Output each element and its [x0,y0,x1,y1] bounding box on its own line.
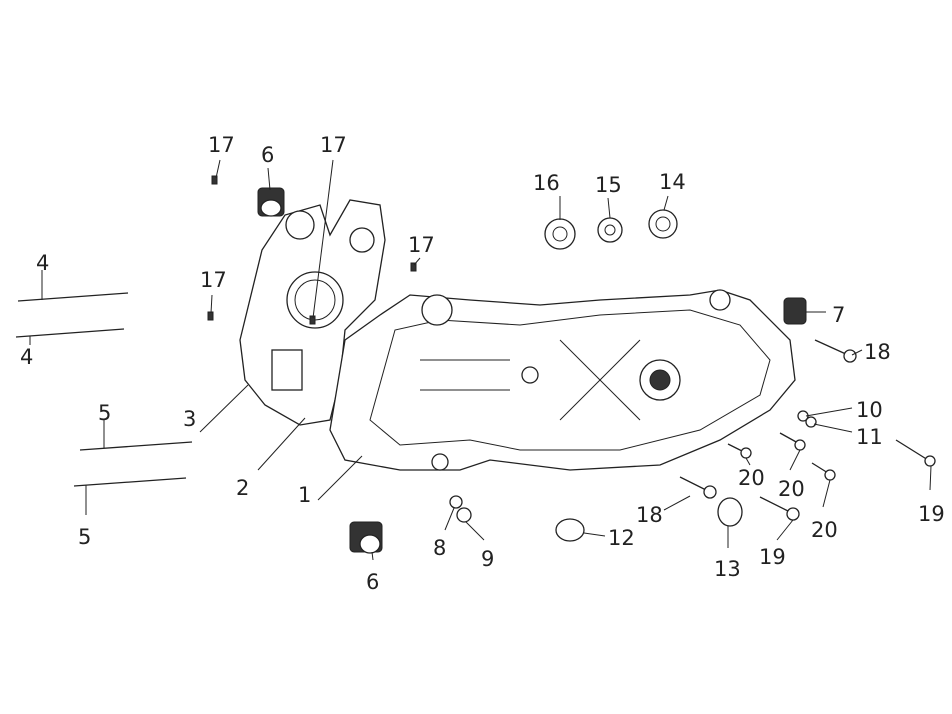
callout-5: 5 [78,525,91,549]
callout-17: 17 [320,133,347,157]
callout-17: 17 [208,133,235,157]
studs [15,292,193,487]
callout-10: 10 [856,398,883,422]
callout-17: 17 [200,268,227,292]
callout-12: 12 [608,526,635,550]
callout-14: 14 [659,170,686,194]
callout-1: 1 [298,483,311,507]
callouts: 17 6 17 17 17 16 15 14 4 4 5 5 3 2 1 7 1… [20,133,945,594]
bushing-6-top [257,187,285,217]
crankcase-right [329,289,796,471]
callout-20: 20 [778,477,805,501]
bushing-6-bottom [349,521,383,554]
callout-18: 18 [636,503,663,527]
bearing-16 [544,218,576,250]
callout-13: 13 [714,557,741,581]
callout-8: 8 [433,536,446,560]
bearing-14 [648,209,678,239]
callout-4: 4 [20,345,33,369]
callout-6: 6 [366,570,379,594]
leader-lines [29,159,932,561]
callout-17: 17 [408,233,435,257]
small-parts [207,175,936,542]
callout-18: 18 [864,340,891,364]
bearing-15 [597,217,623,243]
callout-9: 9 [481,547,494,571]
callout-5: 5 [98,401,111,425]
callout-7: 7 [832,303,845,327]
callout-19: 19 [759,545,786,569]
callout-11: 11 [856,425,883,449]
callout-19: 19 [918,502,945,526]
callout-16: 16 [533,171,560,195]
callout-20: 20 [738,466,765,490]
callout-20: 20 [811,518,838,542]
callout-6: 6 [261,143,274,167]
callout-4: 4 [36,251,49,275]
crankcase-left [239,199,386,426]
callout-2: 2 [236,476,249,500]
callout-3: 3 [183,407,196,431]
callout-15: 15 [595,173,622,197]
